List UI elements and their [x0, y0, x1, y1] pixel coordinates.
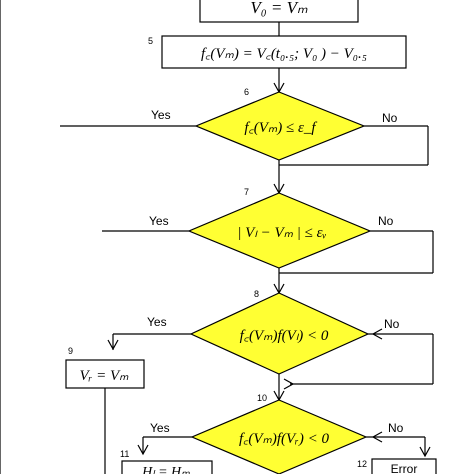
- decision-diamond-6: 6 f꜀(Vₘ) ≤ ε_f Yes No: [151, 87, 398, 161]
- box-top-text: V₀ = Vₘ: [250, 0, 308, 17]
- box-9-number: 9: [68, 346, 73, 356]
- box-11-number: 11: [120, 449, 129, 459]
- diamond-8-text: f꜀(Vₘ)f(Vₗ) < 0: [240, 328, 329, 344]
- diamond-8-number: 8: [254, 289, 259, 299]
- process-box-11: 11 Hₗ = Hₘ: [120, 449, 213, 474]
- diamond-6-no-label: No: [382, 111, 398, 125]
- box-12-number: 12: [357, 459, 367, 469]
- diamond-10-no-label: No: [388, 421, 404, 435]
- box-12-text: Error: [391, 462, 418, 474]
- box-9-text: Vᵣ = Vₘ: [80, 368, 130, 384]
- diamond-10-number: 10: [257, 393, 267, 403]
- decision-diamond-8: 8 f꜀(Vₘ)f(Vₗ) < 0 Yes No: [147, 289, 400, 375]
- diamond-7-no-label: No: [378, 214, 394, 228]
- box-5-text: f꜀(Vₘ) = V꜀(t₀.₅; V₀ ) − V₀.₅: [201, 46, 367, 62]
- diamond-7-yes-label: Yes: [149, 214, 169, 228]
- process-box-12: 12 Error: [357, 458, 437, 474]
- decision-diamond-7: 7 | Vₗ − Vₘ | ≤ εᵥ Yes No: [149, 187, 394, 269]
- decision-diamond-10: 10 f꜀(Vₘ)f(Vᵣ) < 0 Yes No: [150, 393, 404, 474]
- diamond-7-number: 7: [244, 187, 249, 197]
- diamond-10-yes-label: Yes: [150, 421, 170, 435]
- diamond-8-yes-label: Yes: [147, 315, 167, 329]
- box-5-number: 5: [148, 36, 153, 46]
- diamond-7-text: | Vₗ − Vₘ | ≤ εᵥ: [237, 225, 326, 241]
- box-11-text: Hₗ = Hₘ: [141, 465, 190, 474]
- diamond-10-text: f꜀(Vₘ)f(Vᵣ) < 0: [239, 431, 329, 447]
- process-box-5: 5 f꜀(Vₘ) = V꜀(t₀.₅; V₀ ) − V₀.₅: [148, 35, 407, 69]
- diamond-6-yes-label: Yes: [151, 108, 171, 122]
- diamond-6-text: f꜀(Vₘ) ≤ ε_f: [244, 120, 317, 136]
- diamond-6-number: 6: [244, 87, 249, 97]
- process-box-top: V₀ = Vₘ: [199, 0, 359, 23]
- process-box-9: 9 Vᵣ = Vₘ: [65, 346, 145, 389]
- connectors: [0, 0, 434, 474]
- diamond-8-no-label: No: [384, 317, 400, 331]
